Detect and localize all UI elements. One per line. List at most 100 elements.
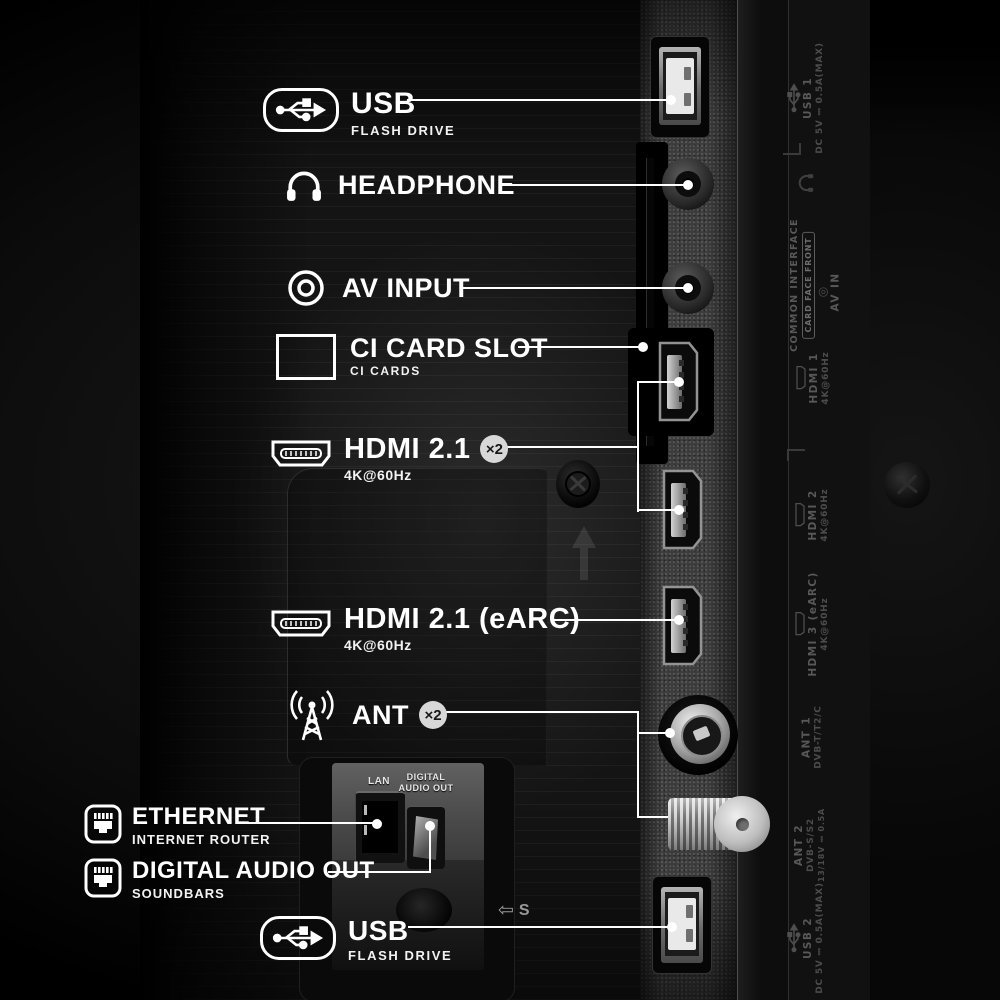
callout-dot-ci-slot [638,342,648,352]
callout-riser-digital-audio [429,827,431,873]
ci-card-icon [276,334,336,380]
hdmi-icon [271,610,331,637]
panel-usb2-spec: DC 5V ⎓ 0.5A(MAX) [815,882,825,994]
usb-icon [260,916,336,960]
panel-ant2-spec: DVB-S/S2 [806,818,816,872]
hdmi-mini-icon [795,503,805,527]
ci-card-slot-opening [646,158,654,446]
callout-usb-top-subtitle: FLASH DRIVE [351,122,456,138]
panel-hdmi1-spec: 4K@60Hz [821,351,831,405]
panel-label-ant1: ANT 1 DVB-T/T2/C [801,705,824,768]
usb-trident-icon [787,923,801,953]
callout-dot-hdmi1 [674,377,684,387]
callout-av-input: AV INPUT [286,268,470,308]
side-screw [884,462,930,508]
hdmi-mini-icon [796,366,806,390]
callout-ethernet-subtitle: INTERNET ROUTER [132,832,271,848]
callout-usb-bottom: USB FLASH DRIVE [260,916,452,963]
panel-hdmi3-name: HDMI 3 (eARC) [807,571,819,677]
panel-hdmi2-spec: 4K@60Hz [820,488,830,542]
callout-dot-hdmi2 [674,505,684,515]
callout-av-input-title: AV INPUT [342,272,471,303]
callout-dot-usb-bottom [667,922,677,932]
usb2-contact [686,929,693,942]
panel-ant1-spec: DVB-T/T2/C [813,705,824,769]
usb-port-1 [650,36,710,138]
callout-dot-usb-top [666,95,676,105]
usb-trident-glyph [272,926,324,950]
panel-label-hdmi3: HDMI 3 (eARC) 4K@60Hz [794,571,830,677]
bay-digital-line: DIGITAL [406,772,446,782]
panel-hdmi3-spec: 4K@60Hz [820,597,830,651]
panel-ci-name: COMMON INTERFACE [789,218,800,352]
callout-line-ethernet [240,822,378,824]
panel-card-face-front: CARD FACE FRONT [802,231,815,339]
panel-usb1-name: USB 1 [802,76,814,120]
callout-stub-hdmi1 [637,381,677,383]
callout-headphone-title: HEADPHONE [338,169,516,200]
callout-hdmi21-subtitle: 4K@60Hz [344,467,412,484]
callout-ci-title: CI CARD SLOT [350,333,548,363]
callout-dot-digital-audio [425,821,435,831]
callout-hdmi21-earc: HDMI 2.1 (eARC) 4K@60Hz [268,604,580,653]
bay-audio-out-line: AUDIO OUT [398,783,454,794]
callout-line-usb-bottom [408,926,673,928]
panel-label-common-interface: COMMON INTERFACE CARD FACE FRONT [789,218,815,352]
av-input-icon [288,270,324,306]
headphone-icon [287,171,321,201]
callout-hdmi21: HDMI 2.1 ×2 4K@60Hz [268,433,509,484]
up-arrow-embossed [572,526,596,548]
hdmi-mini-icon [795,612,805,636]
callout-line-ci-slot [518,346,640,348]
callout-line-usb-top [407,99,667,101]
callout-ethernet: ETHERNET INTERNET ROUTER [84,804,271,847]
screw-hole [556,460,600,508]
lan-pin [364,805,367,815]
callout-ci-subtitle: CI CARDS [350,364,421,379]
panel-label-av-in: ◎ AV IN [816,273,842,312]
callout-line-digital-audio [328,871,431,873]
ant2-f-connector [668,794,772,854]
callout-hdmi-earc-title: HDMI 2.1 (eARC) [344,603,581,635]
side-label-panel [788,0,872,1000]
panel-label-usb2: USB 2 DC 5V ⎓ 0.5A(MAX) [787,882,825,994]
s-marking: ⇦ S [498,899,532,922]
panel-ant2-spec2: 13/18V ⎓ 0.5A [817,807,826,883]
panel-label-hdmi1: HDMI 1 4K@60Hz [795,351,831,405]
callout-usb-bottom-title: USB [348,915,409,946]
ant-x2-badge: ×2 [419,701,447,729]
panel-label-hdmi2: HDMI 2 4K@60Hz [794,488,830,542]
callout-usb-top-title: USB [351,87,416,120]
callout-stub-ant1 [637,732,668,734]
ant2-pin-hole [736,818,749,831]
panel-headphone-icon [798,174,814,192]
antenna-icon [290,690,334,741]
bay-lan-label: LAN [367,776,391,787]
usb1-contact [684,67,691,80]
callout-hdmi21-title: HDMI 2.1 [344,433,471,465]
callout-ant-title: ANT [352,699,409,730]
lan-pin [364,825,367,835]
hdmi21-x2-badge: ×2 [480,435,509,464]
panel-usb2-name: USB 2 [802,916,814,960]
callout-hdmi-earc-subtitle: 4K@60Hz [344,637,412,654]
callout-line-hdmi21 [490,446,639,448]
callout-headphone: HEADPHONE [286,166,515,204]
callout-dot-headphone [683,180,693,190]
usb2-contact [686,905,693,918]
callout-digital-audio-title: DIGITAL AUDIO OUT [132,857,375,884]
usb-trident-icon [787,83,801,113]
s-marking-label: S [518,901,532,919]
top-right-shadow [870,0,1000,140]
callout-dot-ethernet [372,819,382,829]
usb-icon [263,88,339,132]
panel-ant2-name: ANT 2 [793,823,805,867]
callout-usb-top: USB FLASH DRIVE [263,88,455,138]
callout-ethernet-title: ETHERNET [132,803,266,830]
callout-digital-audio: DIGITAL AUDIO OUT SOUNDBARS [84,858,375,901]
callout-dot-hdmi-earc [674,615,684,625]
callout-stub-ant2 [637,816,668,818]
screw [565,471,591,497]
callout-ant: ANT ×2 [286,686,447,744]
callout-stub-hdmi2 [637,509,677,511]
